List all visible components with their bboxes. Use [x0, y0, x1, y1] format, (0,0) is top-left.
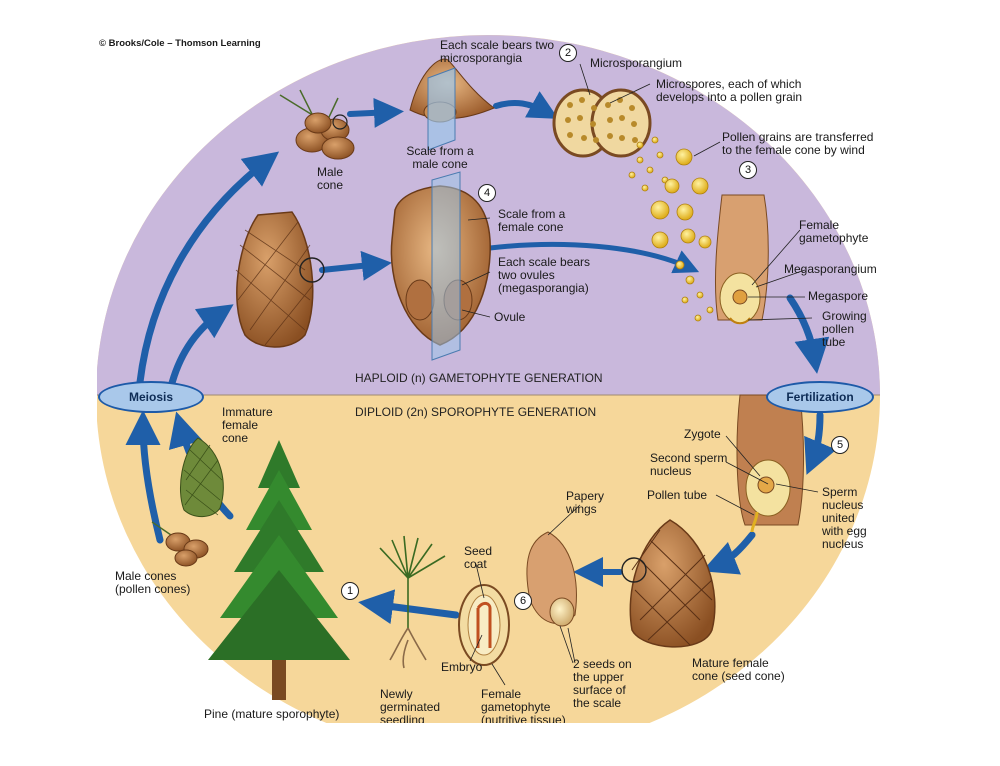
male-scale-illustration	[409, 58, 495, 151]
label-scale-female-cone: Scale from a female cone	[498, 207, 566, 234]
label-seed-coat: Seed coat	[464, 544, 493, 571]
pine-tree-illustration	[208, 440, 350, 700]
fertilization-ovule-illustration	[736, 394, 805, 533]
label-pine-mature-sporophyte: Pine (mature sporophyte)	[204, 707, 340, 721]
label-male-cones-pollen: Male cones (pollen cones)	[115, 569, 191, 596]
winged-seed-illustration	[526, 531, 577, 627]
leader-lines	[461, 63, 819, 686]
seed-section-illustration	[458, 584, 510, 666]
microsporangium-illustration	[552, 88, 652, 158]
step-number-3: 3	[739, 161, 757, 179]
label-microspores: Microspores, each of which develops into…	[656, 77, 803, 104]
label-growing-pollen-tube: Growing pollen tube	[822, 309, 867, 349]
step-number-4: 4	[478, 184, 496, 202]
label-embryo: Embryo	[441, 660, 483, 674]
diploid-generation-label: DIPLOID (2n) SPOROPHYTE GENERATION	[355, 405, 597, 419]
label-pollen-transferred: Pollen grains are transferred to the fem…	[722, 130, 874, 157]
step-number-1: 1	[341, 582, 359, 600]
label-pollen-tube: Pollen tube	[647, 488, 708, 502]
cycle-arrows	[125, 91, 837, 625]
seedling-illustration	[379, 535, 446, 669]
pollen-cones-illustration	[151, 521, 209, 567]
label-ovule: Ovule	[494, 310, 526, 324]
label-female-gametophyte-nutritive: Female gametophyte (nutritive tissue)	[481, 687, 566, 727]
male-cone-illustration	[279, 89, 355, 160]
label-male-cone: Male cone	[316, 165, 344, 192]
label-each-scale-ovules: Each scale bears two ovules (megasporang…	[498, 255, 591, 295]
step-number-5: 5	[831, 436, 849, 454]
fertilization-label: Fertilization	[766, 381, 874, 413]
step-number-2: 2	[559, 44, 577, 62]
bottom-margin	[0, 723, 1000, 766]
label-second-sperm-nucleus: Second sperm nucleus	[650, 451, 728, 478]
label-scale-male-cone: Scale from a male cone	[406, 144, 474, 171]
label-two-seeds-upper-surface: 2 seeds on the upper surface of the scal…	[573, 657, 632, 710]
female-cone-illustration	[235, 211, 325, 348]
label-microsporangium: Microsporangium	[590, 56, 683, 70]
meiosis-label: Meiosis	[98, 381, 204, 413]
haploid-generation-label: HAPLOID (n) GAMETOPHYTE GENERATION	[355, 371, 603, 385]
immature-cone-illustration	[179, 437, 224, 517]
label-sperm-nucleus-united: Sperm nucleus united with egg nucleus	[822, 485, 867, 551]
step-number-6: 6	[514, 592, 532, 610]
label-each-scale-microsporangia: Each scale bears two microsporangia	[440, 38, 555, 65]
label-papery-wings: Papery wings	[566, 489, 605, 516]
label-female-gametophyte: Female gametophyte	[799, 218, 869, 245]
ovule-section-illustration	[714, 194, 769, 325]
label-zygote: Zygote	[684, 427, 721, 441]
label-megaspore: Megaspore	[808, 289, 869, 303]
label-megasporangium: Megasporangium	[784, 262, 877, 276]
mature-cone-illustration	[621, 519, 716, 648]
label-mature-female-cone: Mature female cone (seed cone)	[692, 656, 785, 683]
female-scale-illustration	[390, 171, 491, 361]
copyright-text: © Brooks/Cole – Thomson Learning	[99, 38, 261, 49]
label-immature-female-cone: Immature female cone	[222, 405, 273, 445]
pollen-grains	[628, 136, 714, 322]
label-newly-germinated-seedling: Newly germinated seedling	[380, 687, 441, 727]
